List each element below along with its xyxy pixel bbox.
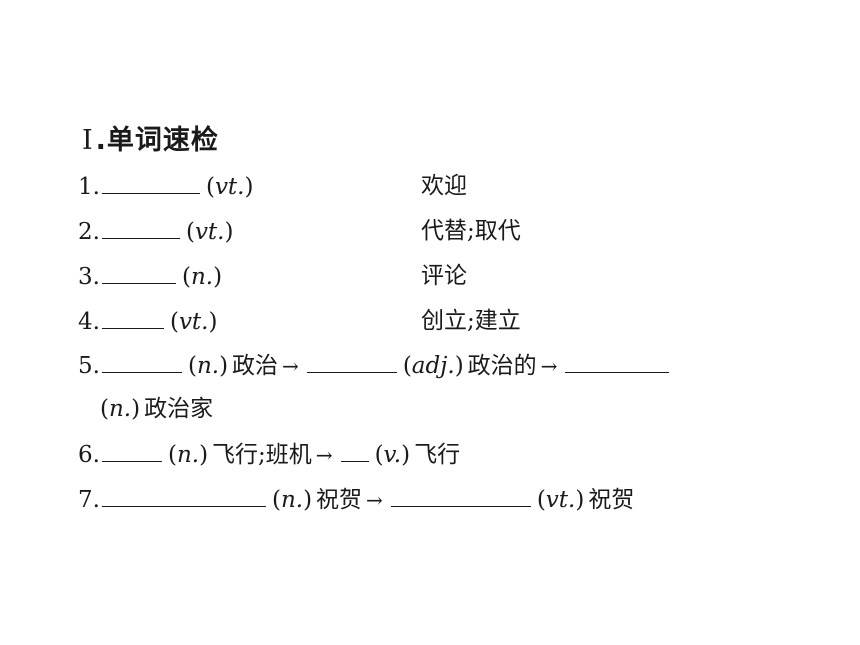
part-of-speech: (n.) [100,396,141,422]
part-of-speech: (vt.) [169,309,218,335]
row-number: 2. [78,219,100,245]
vocab-row-6: 6. (n.)飞行;班机→ (v.)飞行 [78,439,460,469]
answer-blank[interactable] [101,216,180,239]
meaning: 祝贺 [316,487,363,513]
vocab-row-5-cont: (n.)政治家 [100,394,213,424]
row-number: 5. [78,353,100,379]
meaning-2: 代替;取代 [421,218,521,244]
section-title-text: .单词速检 [95,125,219,156]
section-title: Ⅰ.单词速检 [82,118,219,157]
vocab-row-5: 5.(n.)政治→(adj.)政治的→ [78,350,675,380]
answer-blank[interactable] [390,484,531,507]
meaning: 政治 [232,353,279,379]
answer-blank[interactable] [565,350,670,373]
row-number: 4. [78,309,100,335]
meaning-3: 评论 [421,263,467,289]
meaning: 祝贺 [588,487,635,513]
section-numeral: Ⅰ [82,125,94,156]
part-of-speech: (vt.) [185,219,234,245]
arrow-icon: → [366,488,383,512]
arrow-icon: → [540,354,558,378]
part-of-speech: (v.) [374,442,411,468]
answer-blank[interactable] [306,350,397,373]
answer-blank[interactable] [340,439,369,462]
vocab-row-2: 2. (vt.) [78,216,237,246]
meaning-1: 欢迎 [421,173,467,199]
answer-blank[interactable] [101,439,162,462]
row-number: 6. [78,442,100,468]
part-of-speech: (adj.) [402,353,464,379]
meaning: 飞行 [414,442,461,468]
meaning: 政治家 [144,396,214,422]
answer-blank[interactable] [101,171,200,194]
vocab-row-3: 3. (n.) [78,261,226,291]
vocab-row-7: 7.(n.)祝贺→(vt.)祝贺 [78,484,634,514]
answer-blank[interactable] [101,350,182,373]
meaning-4: 创立;建立 [421,308,521,334]
row-number: 7. [78,487,100,513]
arrow-icon: → [282,354,299,378]
part-of-speech: (n.) [271,487,313,513]
vocab-row-4: 4. (vt.) [78,306,221,336]
part-of-speech: (n.) [187,353,229,379]
vocab-row-1: 1. (vt.) [78,171,257,201]
answer-blank[interactable] [101,484,266,507]
part-of-speech: (vt.) [205,174,254,200]
part-of-speech: (n.) [181,264,223,290]
row-number: 1. [78,174,100,200]
meaning: 飞行;班机 [212,442,312,468]
answer-blank[interactable] [101,306,164,329]
meaning: 政治的 [467,353,537,379]
arrow-icon: → [315,443,333,467]
row-number: 3. [78,264,100,290]
part-of-speech: (vt.) [536,487,585,513]
answer-blank[interactable] [101,261,176,284]
part-of-speech: (n.) [167,442,209,468]
